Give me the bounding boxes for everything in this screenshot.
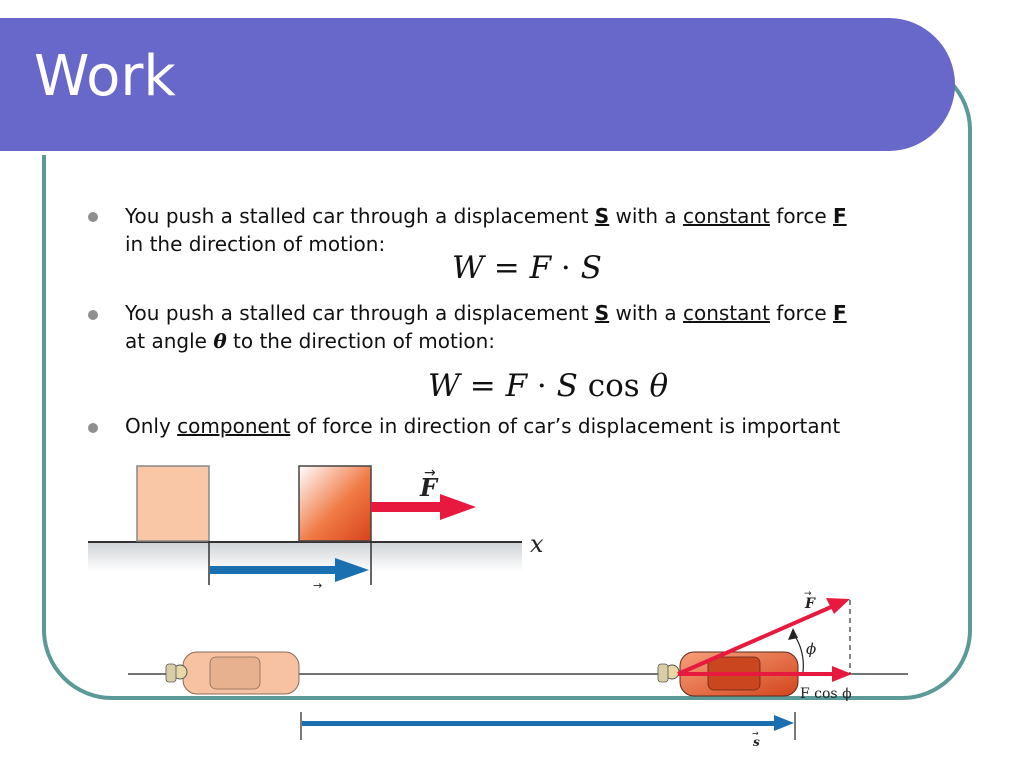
formula-w: W (428, 368, 460, 404)
bullet-dot (88, 423, 98, 433)
formula-eq: = (483, 250, 530, 286)
bullet-3: Only component of force in direction of … (125, 412, 955, 440)
slide-title: Work (34, 44, 176, 109)
bullet-1-line2: in the direction of motion: (125, 232, 386, 256)
frame-gap (120, 702, 915, 768)
formula-dot: · (527, 368, 557, 404)
component-label: F cos ϕ (800, 686, 852, 702)
bullet-dot (88, 310, 98, 320)
bullet-1-text: force (769, 204, 833, 228)
person-body (657, 663, 669, 683)
force-vector-head (826, 598, 850, 614)
bullet-2-text: force (769, 301, 833, 325)
bullet-3-text: of force in direction of car’s displacem… (290, 414, 841, 438)
angle-label: ϕ (806, 640, 816, 658)
force-symbol: F (833, 301, 847, 325)
title-banner (0, 18, 955, 155)
bullet-1: You push a stalled car through a displac… (125, 202, 955, 258)
bullet-2-text: You push a stalled car through a displac… (125, 301, 595, 325)
constant-term: constant (682, 204, 770, 228)
car-cabin (209, 656, 261, 690)
displacement-vector-label: → (313, 579, 322, 592)
car-diagram: → F ϕ F cos ϕ → s (128, 589, 908, 749)
bullet-1-text: with a (609, 204, 683, 228)
formula-work: W = F · S (452, 250, 602, 286)
component-term: component (177, 414, 291, 438)
displacement-symbol: S (594, 301, 610, 325)
force-vector-arrow: → (804, 589, 812, 599)
banner-underline (0, 151, 885, 155)
formula-cos: cos (577, 368, 650, 404)
bullet-3-text: Only (125, 414, 178, 438)
constant-term: constant (682, 301, 770, 325)
displacement-arrow-head (335, 558, 369, 582)
formula-s: S (580, 250, 602, 286)
force-component-head (832, 666, 852, 682)
displacement-label: s (753, 735, 760, 749)
formula-f: F (529, 250, 552, 286)
force-vector-arrow: → (424, 465, 436, 481)
force-symbol: F (833, 204, 847, 228)
person-body (165, 663, 177, 683)
formula-s: S (556, 368, 578, 404)
formula-dot: · (551, 250, 581, 286)
bullet-2-line2: to the direction of motion: (226, 329, 496, 353)
formula-w: W (452, 250, 484, 286)
force-label: F (419, 473, 439, 502)
box-final (298, 465, 372, 542)
formula-eq: = (459, 368, 506, 404)
displacement-vector-arrow: → (752, 729, 759, 738)
bullet-2-text: with a (609, 301, 683, 325)
displacement-arrow-shaft (302, 721, 778, 726)
displacement-arrow-shaft (210, 566, 340, 574)
bullet-dot (88, 212, 98, 222)
force-arrow-head (440, 494, 476, 520)
car-initial (165, 651, 300, 695)
formula-theta: θ (649, 368, 669, 404)
theta-symbol: θ (213, 329, 227, 353)
box-diagram: → F x → (88, 465, 544, 592)
displacement-arrow-head (774, 715, 794, 731)
bullet-2: You push a stalled car through a displac… (125, 299, 955, 355)
bullet-1-text: You push a stalled car through a displac… (125, 204, 595, 228)
x-axis-label: x (530, 530, 544, 558)
force-vector (677, 602, 839, 676)
formula-work-angle: W = F · S cos θ (428, 368, 668, 404)
displacement-symbol: S (594, 204, 610, 228)
force-label: F (804, 596, 816, 612)
box-initial (136, 465, 210, 542)
formula-f: F (505, 368, 528, 404)
bullet-2-line2: at angle (125, 329, 214, 353)
angle-arc-head (788, 628, 798, 640)
force-arrow-shaft (371, 502, 446, 512)
